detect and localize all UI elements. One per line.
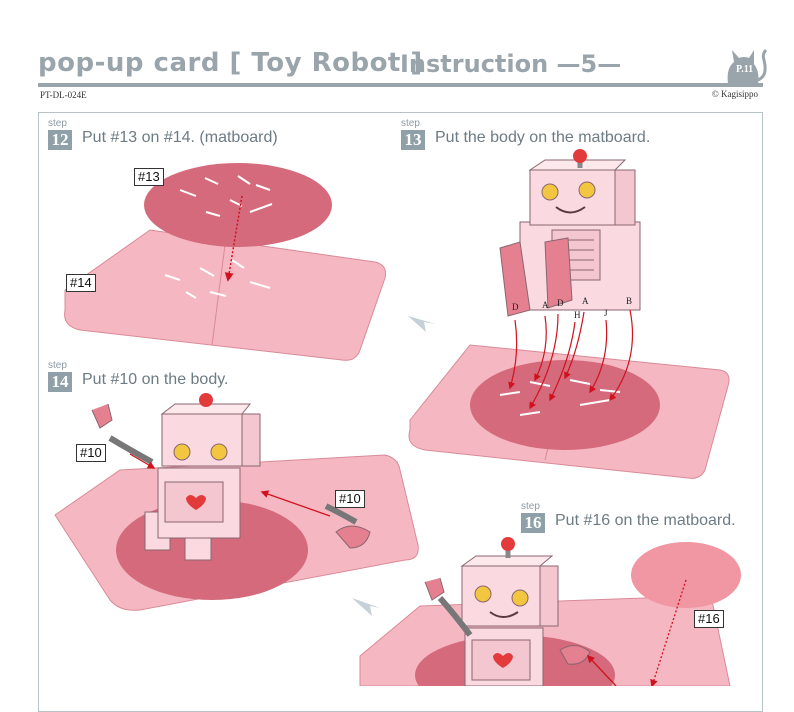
step-text: Put #10 on the body. [82,371,229,388]
step13-illustration: D A D A H J B [408,149,730,479]
part-letter: D [557,298,564,308]
step-word: step [48,360,67,371]
step-word: step [48,118,67,129]
step-text: Put #13 on #14. (matboard) [82,129,278,146]
part-letter: H [574,310,581,320]
illustration: D A D A H J B [54,149,741,686]
part-letter: A [542,300,549,310]
part-tag-14: #14 [66,274,96,292]
product-code: PT-DL-024E [40,90,87,100]
title-rule [38,83,763,87]
step-word: step [401,118,420,129]
part-letter: J [604,308,608,318]
step-number: 16 [521,513,545,533]
part-tag-13: #13 [134,168,164,186]
step16-illustration [359,537,741,686]
step12-illustration [64,163,386,361]
copyright: © Kagisippo [711,89,758,99]
part-letter: D [512,302,519,312]
step-text: Put #16 on the matboard. [555,512,736,529]
part-tag-10-right: #10 [335,490,365,508]
step-number: 12 [48,130,72,150]
step-word: step [521,501,540,512]
step-text: Put the body on the matboard. [435,129,651,146]
step14-illustration [54,393,419,611]
instruction-title: Instruction —5— [400,50,622,78]
part-tag-10-left: #10 [76,444,106,462]
part-tag-16: #16 [694,610,724,628]
page-title: pop-up card [ Toy Robot ] [38,48,423,78]
part-letter: A [582,296,589,306]
step-number: 13 [401,130,425,150]
part-letter: B [626,296,632,306]
step-number: 14 [48,372,72,392]
